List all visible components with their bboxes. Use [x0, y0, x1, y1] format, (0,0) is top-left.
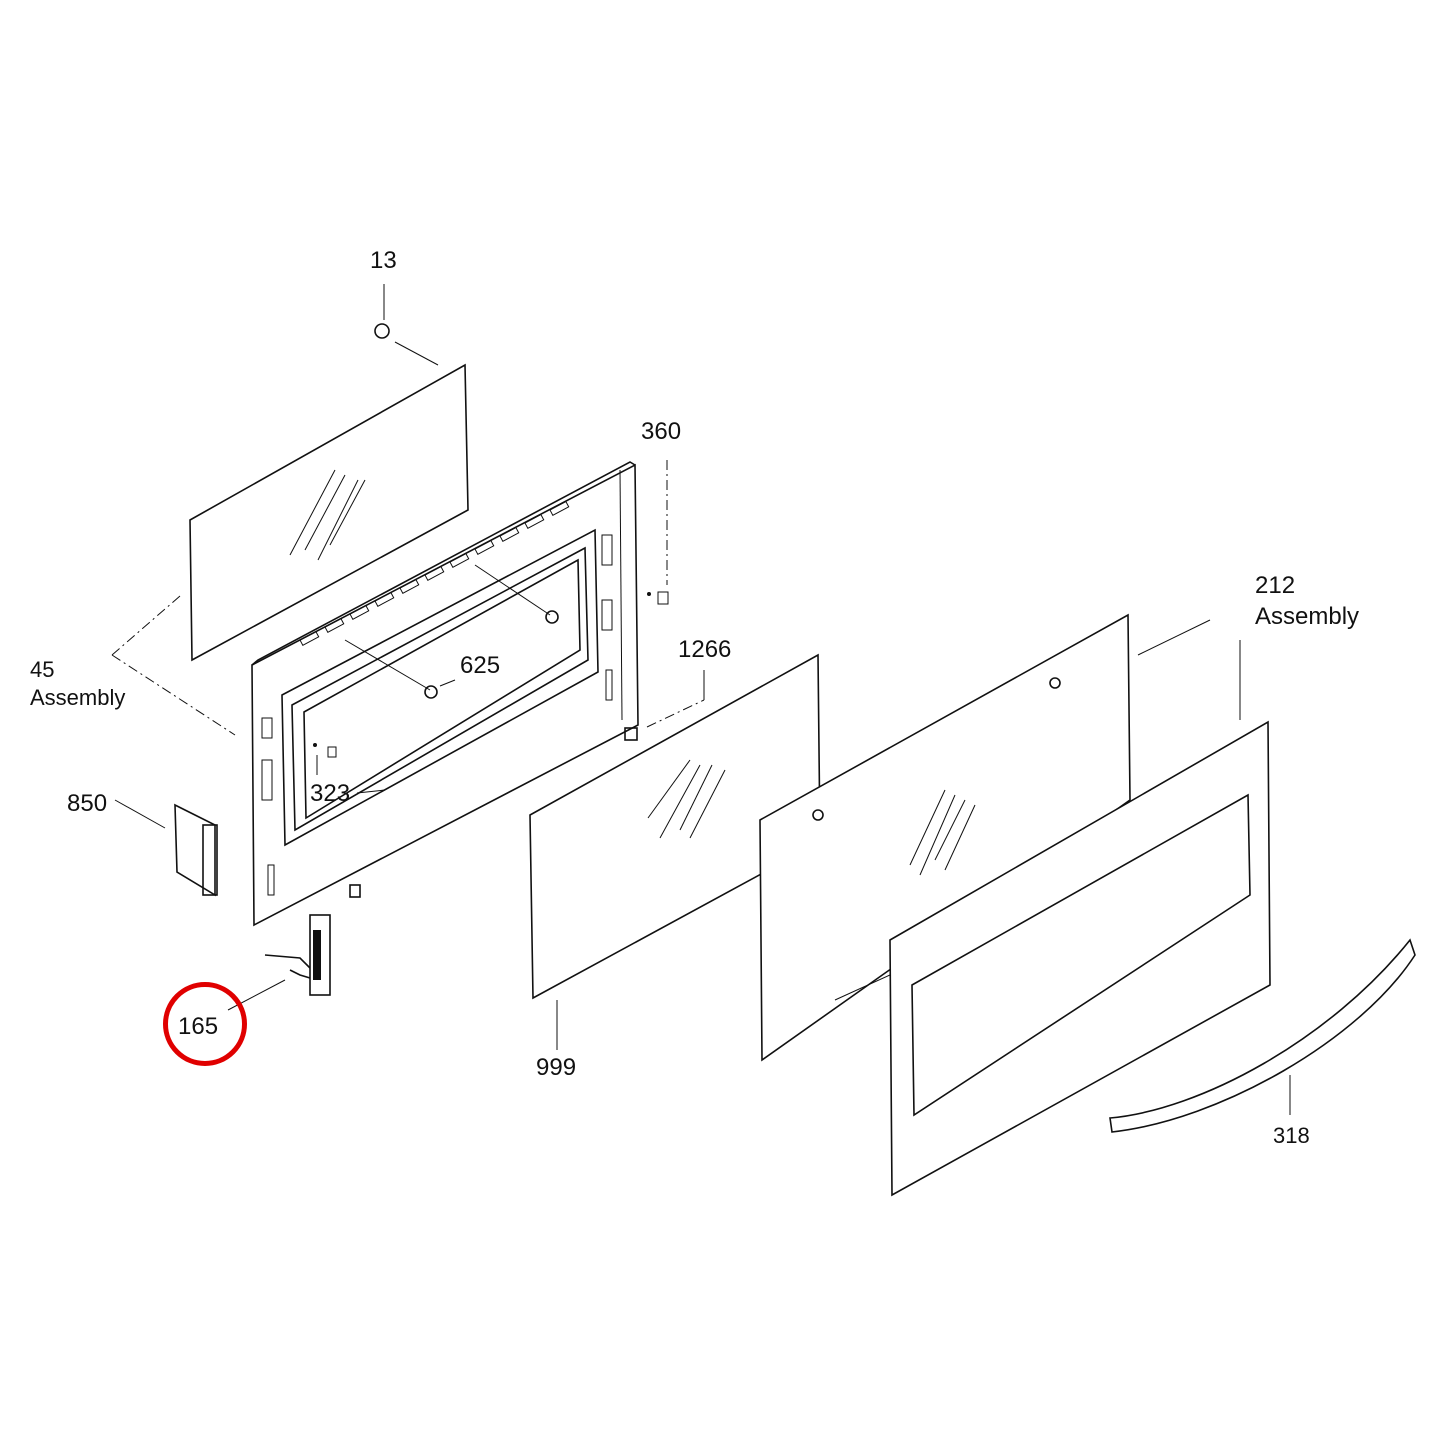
part-45-inner-glass — [189, 363, 469, 662]
vent-slots — [299, 500, 570, 646]
part-318-handle — [1109, 938, 1416, 1133]
callout-212-sub: Assembly — [1255, 603, 1360, 630]
part-165-door-hinge — [227, 914, 331, 1011]
callout-212: 212 — [1255, 572, 1296, 599]
callout-625: 625 — [460, 652, 501, 679]
part-212-outer-glass — [759, 613, 1241, 1062]
callout-850: 850 — [67, 790, 108, 817]
leader-45 — [111, 595, 236, 736]
part-front-door-panel — [834, 720, 1271, 1197]
part-inner-door-frame — [251, 461, 639, 927]
highlight-circle-165 — [163, 982, 247, 1066]
callout-1266: 1266 — [678, 636, 732, 663]
part-360-clip — [647, 460, 669, 605]
callout-45-sub: Assembly — [30, 685, 126, 710]
callout-318: 318 — [1273, 1123, 1310, 1148]
callout-13: 13 — [370, 247, 397, 274]
callout-323: 323 — [310, 780, 351, 807]
callout-360: 360 — [641, 418, 682, 445]
part-323-clip — [313, 743, 386, 794]
part-625-fasteners — [344, 564, 559, 699]
callout-999: 999 — [536, 1054, 577, 1081]
callout-45: 45 — [30, 657, 55, 682]
part-850-hinge — [114, 799, 218, 897]
part-13-cap — [374, 284, 439, 366]
